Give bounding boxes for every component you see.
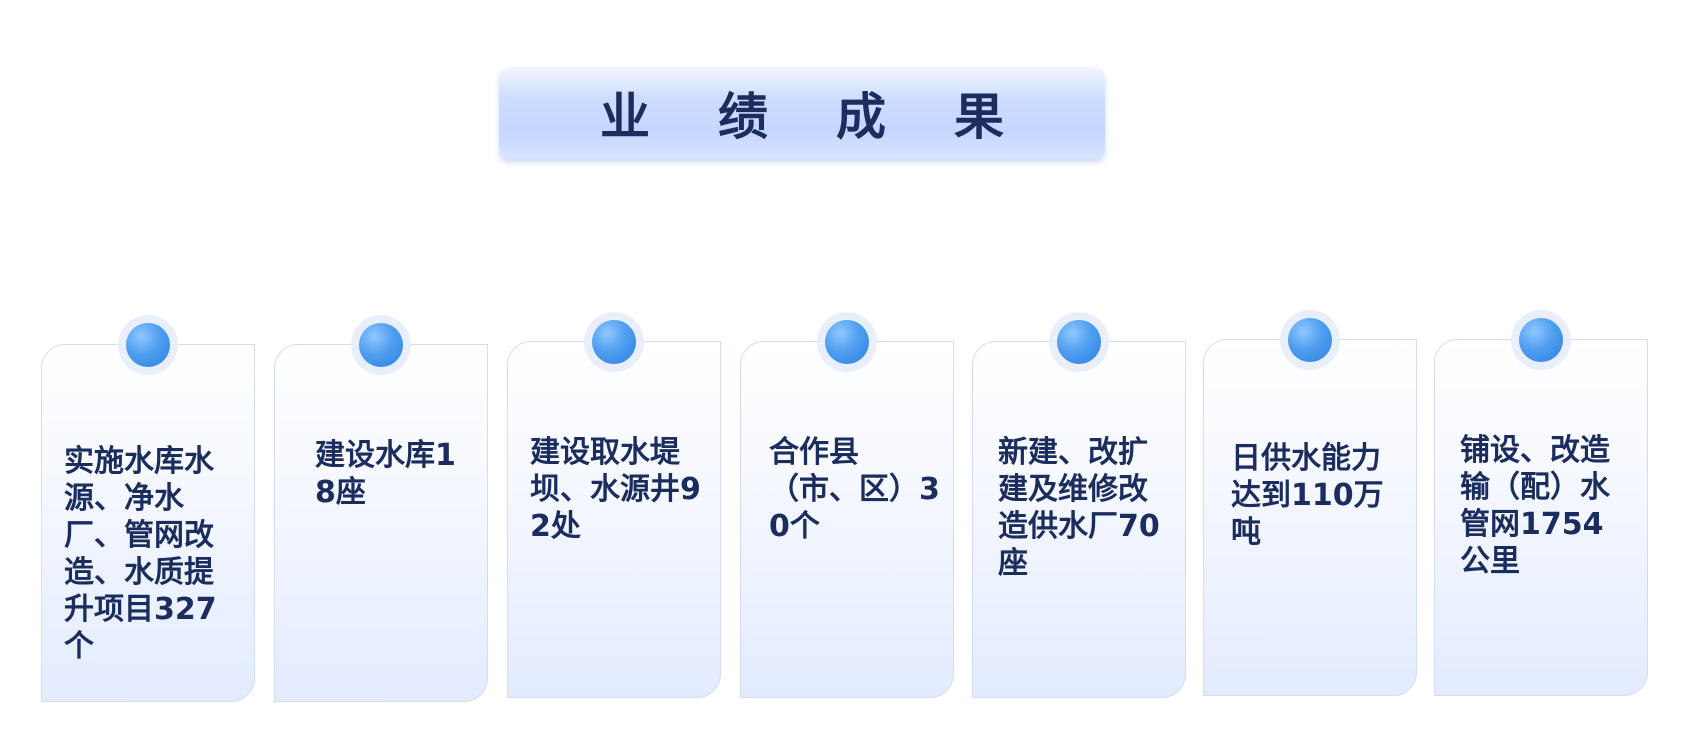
- achievement-card-4: 合作县（市、区）30个: [740, 312, 954, 698]
- card-dot-halo: [118, 315, 178, 375]
- title-banner: 业绩成果: [499, 67, 1105, 159]
- achievement-card-6: 日供水能力达到110万吨: [1203, 310, 1417, 696]
- card-dot-halo: [584, 312, 644, 372]
- card-dot-halo: [1280, 310, 1340, 370]
- card-dot-halo: [1511, 310, 1571, 370]
- card-dot-halo: [351, 315, 411, 375]
- blue-dot-icon: [592, 320, 636, 364]
- achievement-card-3: 建设取水堤坝、水源井92处: [507, 312, 721, 698]
- page-title: 业绩成果: [600, 87, 1072, 146]
- card-dot-halo: [817, 312, 877, 372]
- card-text: 新建、改扩建及维修改造供水厂70座: [998, 435, 1160, 581]
- achievement-card-2: 建设水库18座: [274, 315, 488, 702]
- blue-dot-icon: [1519, 318, 1563, 362]
- blue-dot-icon: [126, 323, 170, 367]
- card-text: 日供水能力达到110万吨: [1231, 441, 1384, 550]
- card-text: 实施水库水源、净水厂、管网改造、水质提升项目327个: [64, 444, 217, 664]
- card-text: 铺设、改造输（配）水管网1754公里: [1460, 433, 1610, 579]
- blue-dot-icon: [1057, 320, 1101, 364]
- blue-dot-icon: [825, 320, 869, 364]
- blue-dot-icon: [1288, 318, 1332, 362]
- achievement-card-1: 实施水库水源、净水厂、管网改造、水质提升项目327个: [41, 315, 255, 702]
- card-dot-halo: [1049, 312, 1109, 372]
- achievement-card-7: 铺设、改造输（配）水管网1754公里: [1434, 310, 1648, 696]
- card-text: 建设水库18座: [315, 438, 456, 510]
- blue-dot-icon: [359, 323, 403, 367]
- achievement-card-5: 新建、改扩建及维修改造供水厂70座: [972, 312, 1186, 698]
- card-text: 合作县（市、区）30个: [769, 435, 940, 544]
- card-text: 建设取水堤坝、水源井92处: [530, 435, 701, 544]
